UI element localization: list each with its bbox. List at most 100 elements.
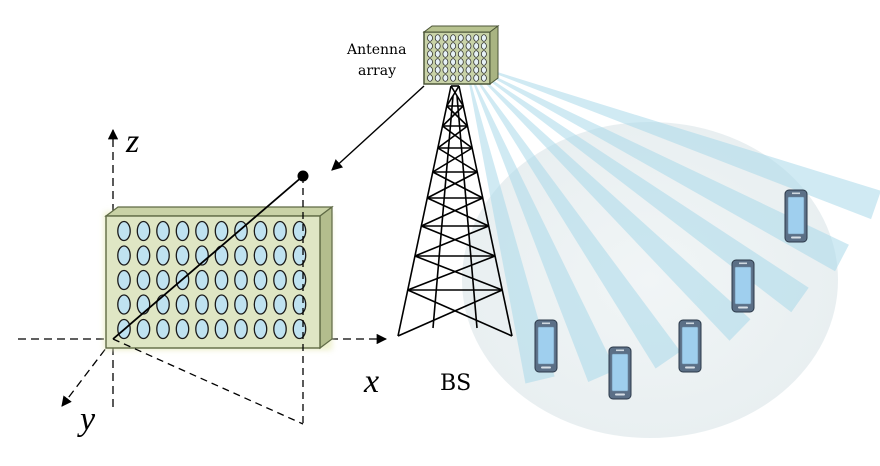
beam-7 [465, 62, 555, 384]
mini-antenna-element [442, 74, 449, 82]
antenna-element [292, 220, 307, 242]
antenna-element [292, 245, 307, 266]
antenna-element [253, 318, 268, 340]
mini-antenna-element [473, 42, 480, 50]
mini-antenna-element [450, 74, 456, 82]
mini-antenna-element [473, 66, 480, 74]
antenna-element [234, 318, 248, 340]
antenna-element [292, 269, 307, 291]
mini-antenna-element [481, 50, 487, 58]
antenna-element [273, 269, 287, 291]
mini-antenna-element [473, 34, 480, 42]
antenna-element [175, 245, 190, 266]
mini-antenna-element [442, 50, 449, 58]
axis-label-x: x [363, 363, 379, 400]
antenna-element [117, 294, 131, 315]
mini-antenna-element [457, 66, 464, 74]
base-station-label: BS [440, 371, 471, 396]
antenna-element [292, 294, 307, 315]
mini-antenna-element [442, 34, 449, 42]
antenna-element [195, 294, 209, 315]
antenna-element [214, 269, 229, 291]
antenna-element [273, 318, 287, 340]
beam-3 [465, 62, 809, 313]
antenna-element [175, 318, 190, 340]
antenna-element [156, 220, 170, 242]
mini-antenna-element [434, 74, 441, 82]
mini-antenna-element [450, 50, 456, 58]
mini-antenna-element [427, 50, 433, 58]
mini-antenna-element [427, 66, 433, 74]
antenna-element [234, 269, 248, 291]
axis-label-z: z [125, 123, 139, 160]
antenna-element [156, 318, 170, 340]
antenna-element [175, 220, 190, 242]
mini-antenna-element [457, 58, 464, 66]
mini-antenna-element [427, 42, 433, 50]
antenna-element [273, 245, 287, 266]
mini-antenna-element [427, 58, 433, 66]
mini-antenna-element [473, 50, 480, 58]
mini-antenna-element [457, 50, 464, 58]
mini-antenna-element [434, 50, 441, 58]
mini-antenna-element [450, 66, 456, 74]
beam-1 [465, 62, 880, 220]
mini-antenna-element [473, 74, 480, 82]
antenna-element [136, 269, 151, 291]
beam-2 [465, 62, 849, 272]
mini-antenna-element [450, 58, 456, 66]
smartphone-icon [534, 319, 558, 373]
antenna-element [117, 220, 131, 242]
antenna-element [136, 220, 151, 242]
antenna-element [117, 245, 131, 266]
mini-antenna-element [427, 34, 433, 42]
antenna-element [273, 220, 287, 242]
antenna-element [292, 318, 307, 340]
antenna-element [136, 318, 151, 340]
antenna-label-line1: Antenna [346, 42, 406, 58]
mini-antenna-element [442, 66, 449, 74]
smartphone-icon [678, 319, 702, 373]
planar-antenna-array [104, 205, 334, 350]
antenna-element [175, 294, 190, 315]
mini-antenna-element [450, 34, 456, 42]
antenna-element [253, 269, 268, 291]
smartphone-icon [731, 259, 755, 313]
antenna-element [234, 245, 248, 266]
antenna-element [214, 294, 229, 315]
mini-antenna-element [481, 58, 487, 66]
mini-antenna-element [465, 66, 472, 74]
antenna-element [156, 245, 170, 266]
mini-antenna-element [442, 58, 449, 66]
antenna-element [195, 220, 209, 242]
antenna-element [273, 294, 287, 315]
zoom-pointer-arrow [331, 85, 425, 171]
antenna-element [136, 245, 151, 266]
mini-antenna-element [457, 42, 464, 50]
mini-antenna-element [481, 66, 487, 74]
antenna-element [156, 294, 170, 315]
antenna-element [253, 294, 268, 315]
antenna-element [117, 269, 131, 291]
beam-group [465, 62, 880, 384]
mini-antenna-element [473, 58, 480, 66]
mini-antenna-element [465, 50, 472, 58]
axis-label-y: y [77, 401, 96, 438]
mini-antenna-element [465, 34, 472, 42]
antenna-element [234, 294, 248, 315]
mini-antenna-element [434, 66, 441, 74]
beam-4 [465, 62, 751, 341]
antenna-element [136, 294, 151, 315]
mini-antenna-element [465, 58, 472, 66]
antenna-element [253, 220, 268, 242]
mini-antenna-element [427, 74, 433, 82]
user-devices [534, 189, 808, 400]
mini-antenna-element [457, 34, 464, 42]
smartphone-icon [608, 346, 632, 400]
beam-6 [465, 62, 616, 382]
beam-5 [465, 62, 681, 369]
direction-geometry [112, 175, 304, 425]
mini-antenna-element [481, 74, 487, 82]
antenna-array-icon [422, 25, 500, 85]
